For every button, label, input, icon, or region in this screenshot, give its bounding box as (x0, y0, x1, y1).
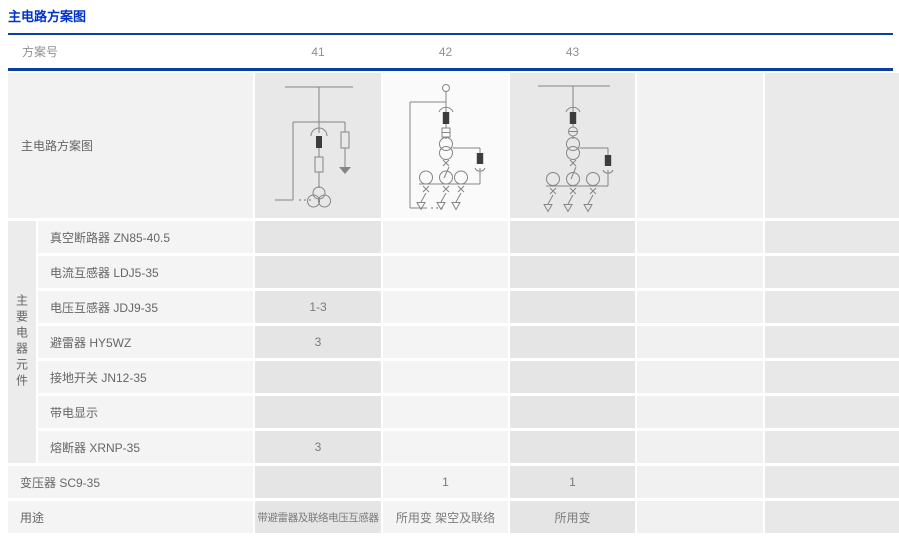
scheme-number-label: 方案号 (22, 45, 59, 59)
value-cell (637, 431, 763, 463)
usage-value-41: 带避雷器及联络电压互感器 (255, 501, 381, 533)
usage-value-empty-2 (765, 501, 899, 533)
value-cell (510, 221, 635, 253)
value-cell (510, 396, 635, 428)
value-cell (383, 396, 508, 428)
value-cell (637, 256, 763, 288)
value-cell (637, 396, 763, 428)
value-cell (765, 431, 899, 463)
value-cell (510, 291, 635, 323)
row-label-fuse: 熔断器 XRNP-35 (38, 431, 253, 463)
value-cell (255, 221, 381, 253)
title-divider (8, 33, 893, 35)
value-cell: 3 (255, 326, 381, 358)
diagram-cell-empty-1 (637, 73, 763, 218)
value-cell (255, 256, 381, 288)
diagram-cell-empty-2 (765, 73, 899, 218)
value-cell (765, 396, 899, 428)
value-cell (255, 361, 381, 393)
usage-value-43: 所用变 (510, 501, 635, 533)
value-cell (637, 221, 763, 253)
scheme-42-circuit-diagram (383, 73, 508, 218)
scheme-43-circuit-icon (538, 85, 614, 213)
value-cell (510, 431, 635, 463)
value-cell (383, 221, 508, 253)
row-label-voltage-transformer: 电压互感器 JDJ9-35 (38, 291, 253, 323)
value-cell (765, 361, 899, 393)
row-label-current-transformer: 电流互感器 LDJ5-35 (38, 256, 253, 288)
diagram-row-label: 主电路方案图 (8, 73, 253, 218)
value-cell (383, 291, 508, 323)
value-cell: 1 (383, 466, 508, 498)
scheme-41-circuit-icon (275, 86, 353, 208)
value-cell (383, 361, 508, 393)
value-cell (510, 326, 635, 358)
value-cell (637, 291, 763, 323)
value-cell (765, 256, 899, 288)
value-cell (765, 291, 899, 323)
value-cell (383, 256, 508, 288)
value-cell (637, 466, 763, 498)
value-cell: 1 (510, 466, 635, 498)
value-cell (383, 326, 508, 358)
value-cell (510, 361, 635, 393)
value-cell (765, 221, 899, 253)
scheme-41-circuit-diagram (255, 73, 381, 218)
value-cell (637, 361, 763, 393)
scheme-number-42: 42 (438, 44, 453, 59)
row-label-earthing-switch: 接地开关 JN12-35 (38, 361, 253, 393)
main-components-group-cell: 主要电器元件 (8, 221, 36, 463)
usage-value-42: 所用变 架空及联络 (383, 501, 508, 533)
value-cell (765, 326, 899, 358)
scheme-header-row: 方案号 41 42 43 (8, 35, 899, 68)
scheme-42-circuit-icon (409, 84, 486, 211)
row-label-arrester: 避雷器 HY5WZ (38, 326, 253, 358)
value-cell (510, 256, 635, 288)
main-components-group-label: 主要电器元件 (14, 294, 29, 390)
row-label-vacuum-breaker: 真空断路器 ZN85-40.5 (38, 221, 253, 253)
value-cell (637, 326, 763, 358)
value-cell: 1-3 (255, 291, 381, 323)
row-label-transformer: 变压器 SC9-35 (8, 466, 253, 498)
scheme-table: 主电路方案图 (8, 73, 899, 533)
scheme-number-43: 43 (565, 44, 580, 59)
row-label-usage: 用途 (8, 501, 253, 533)
value-cell (383, 431, 508, 463)
scheme-43-circuit-diagram (510, 73, 635, 218)
row-label-live-display: 带电显示 (38, 396, 253, 428)
value-cell (255, 466, 381, 498)
header-divider (8, 68, 893, 71)
scheme-number-41: 41 (311, 44, 325, 59)
usage-value-empty-1 (637, 501, 763, 533)
value-cell (255, 396, 381, 428)
value-cell (765, 466, 899, 498)
value-cell: 3 (255, 431, 381, 463)
page-title: 主电路方案图 (8, 9, 87, 24)
